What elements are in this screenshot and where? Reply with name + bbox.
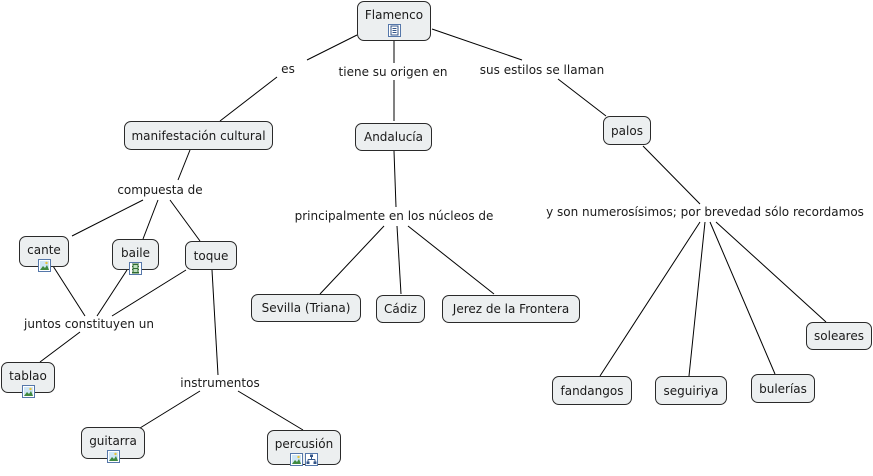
- link-cante-juntos: [52, 265, 86, 317]
- link-label-instrumentos: instrumentos: [178, 376, 262, 390]
- concept-toque[interactable]: toque: [185, 241, 237, 270]
- link-nucleos-cadiz: [396, 225, 402, 295]
- video-icon[interactable]: [129, 262, 142, 275]
- link-baile-juntos: [96, 269, 128, 317]
- link-es-manifestacion: [219, 76, 278, 122]
- concept-label: Andalucía: [363, 130, 423, 144]
- link-label-juntos: juntos constituyen un: [22, 317, 156, 331]
- link-label-numerosos: y son numerosísimos; por brevedad sólo r…: [544, 205, 866, 219]
- link-compuesta-cante: [71, 199, 144, 237]
- link-label-origen: tiene su origen en: [336, 65, 450, 79]
- concept-map-icon[interactable]: [305, 453, 318, 466]
- concept-cadiz[interactable]: Cádiz: [376, 295, 425, 323]
- link-label-compuesta: compuesta de: [115, 183, 205, 197]
- document-icon[interactable]: [387, 24, 401, 37]
- link-flamenco-estilos: [431, 28, 523, 61]
- link-compuesta-toque: [169, 199, 201, 242]
- link-label-estilos: sus estilos se llaman: [477, 63, 607, 77]
- concept-label: bulerías: [759, 381, 807, 396]
- concept-label: Flamenco: [364, 8, 424, 22]
- concept-jerez[interactable]: Jerez de la Frontera: [442, 295, 580, 323]
- link-label-nucleos: principalmente en los núcleos de: [292, 209, 496, 223]
- concept-fandangos[interactable]: fandangos: [552, 376, 632, 405]
- concept-manifestacion-cultural[interactable]: manifestación cultural: [124, 121, 273, 150]
- concept-guitarra[interactable]: guitarra: [81, 427, 145, 463]
- link-estilos-palos: [557, 78, 607, 117]
- concept-label: percusión: [274, 437, 334, 451]
- concept-bulerias[interactable]: bulerías: [751, 374, 815, 403]
- link-numerosos-bulerias: [709, 221, 776, 375]
- concept-label: baile: [120, 246, 151, 260]
- concept-andalucia[interactable]: Andalucía: [355, 123, 432, 151]
- link-andalucia-nucleos: [393, 150, 397, 208]
- concept-label: guitarra: [89, 434, 137, 448]
- concept-soleares[interactable]: soleares: [806, 322, 872, 350]
- link-juntos-tablao: [39, 331, 81, 363]
- link-numerosos-fandangos: [599, 221, 701, 377]
- link-compuesta-baile: [142, 199, 159, 240]
- concept-tablao[interactable]: tablao: [1, 362, 55, 398]
- concept-label: toque: [193, 248, 229, 263]
- concept-label: seguiriya: [663, 383, 719, 398]
- image-icon[interactable]: [106, 450, 120, 463]
- link-numerosos-soleares: [715, 221, 827, 323]
- concept-flamenco[interactable]: Flamenco: [357, 1, 431, 41]
- concept-label: soleares: [814, 329, 864, 343]
- link-instrumentos-percusion: [237, 390, 304, 431]
- concept-cante[interactable]: cante: [19, 236, 69, 272]
- link-flamenco-es: [306, 34, 358, 61]
- concept-label: Jerez de la Frontera: [452, 302, 570, 316]
- link-nucleos-sevilla: [319, 225, 385, 295]
- concept-baile[interactable]: baile: [112, 239, 159, 275]
- concept-label: tablao: [9, 369, 47, 383]
- concept-percusion[interactable]: percusión: [267, 430, 341, 466]
- concept-label: fandangos: [560, 383, 624, 398]
- concept-label: Cádiz: [384, 302, 417, 316]
- link-instrumentos-guitarra: [139, 390, 201, 429]
- link-toque-juntos: [111, 269, 187, 317]
- link-nucleos-jerez: [407, 225, 495, 295]
- link-palos-numerosos: [642, 145, 701, 205]
- concept-label: cante: [27, 243, 61, 257]
- concept-palos[interactable]: palos: [603, 116, 651, 145]
- link-toque-instrumentos: [211, 269, 219, 376]
- link-label-es: es: [279, 62, 297, 76]
- concept-label: Sevilla (Triana): [261, 301, 351, 315]
- image-icon[interactable]: [290, 453, 303, 466]
- link-numerosos-seguiriya: [688, 221, 706, 377]
- concept-label: palos: [611, 123, 643, 138]
- image-icon[interactable]: [21, 385, 35, 398]
- concept-sevilla[interactable]: Sevilla (Triana): [251, 294, 361, 322]
- concept-seguiriya[interactable]: seguiriya: [655, 376, 727, 405]
- concept-label: manifestación cultural: [131, 128, 266, 143]
- image-icon[interactable]: [37, 259, 51, 272]
- link-manifestacion-compuesta: [177, 149, 191, 181]
